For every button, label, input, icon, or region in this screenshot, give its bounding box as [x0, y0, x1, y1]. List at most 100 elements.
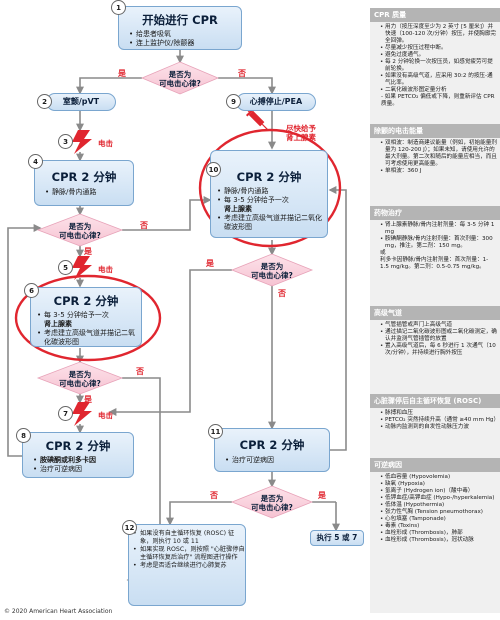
panel-shock-energy-title: 除颤的电击能量: [370, 124, 500, 138]
step-number-5: 5: [58, 260, 73, 275]
decision-no-label: 否: [210, 491, 218, 500]
panel-rosc: 心脏骤停后自主循环恢复 (ROSC) 脉搏和血压 PETCO₂ 突然持续升高（通…: [370, 394, 500, 459]
step-9-asystole-pea: 心搏停止/PEA: [236, 93, 316, 111]
step-11-item: 治疗可逆病因: [225, 456, 329, 465]
copyright-footer: © 2020 American Heart Association: [4, 608, 113, 615]
epinephrine-bold: 肾上腺素: [44, 320, 72, 328]
step-10-item: 静脉/骨内通路: [217, 187, 327, 196]
step-number-8: 8: [16, 428, 31, 443]
step-1-title: 开始进行 CPR: [142, 13, 218, 27]
step-number-6: 6: [24, 283, 39, 298]
step-12-item: 考虑是否适合继续进行心肺复苏: [133, 562, 245, 570]
decision-shockable-right-1: 是否为 可电击心律?: [232, 262, 312, 280]
decision-shockable-left-1: 是否为 可电击心律?: [38, 222, 122, 240]
shock-label-3: 电击: [98, 139, 113, 148]
step-number-9: 9: [226, 94, 241, 109]
cpr-quality-item: 二氧化碳波形图定量分析: [380, 87, 497, 94]
shock-label-7: 电击: [98, 411, 113, 420]
decision-line: 是否为 可电击心律?: [251, 262, 293, 280]
step-4-title: CPR 2 分钟: [51, 170, 117, 184]
cpr-quality-subitem: - 如果 PETCO₂ 偏低或下降，则重新评估 CPR 质量。: [381, 94, 495, 107]
step-6-item: 考虑建立高级气道并描记二氧化碳波形图: [37, 329, 141, 347]
decision-line: 是否为 可电击心律?: [59, 222, 101, 240]
rosc-item: 动脉内监测到的自发性动脉压力波: [380, 424, 497, 431]
step-9-title: 心搏停止/PEA: [249, 97, 303, 106]
panel-advanced-airway: 高级气道 气管插管或声门上高级气道 通过描记二氧化碳波形图或二氧化碳测定，确认并…: [370, 306, 500, 395]
reversible-cause-item: 血栓形成 (Thrombosis)，肺部: [380, 530, 497, 537]
step-number-10: 10: [206, 162, 221, 177]
step-1-item: 给患者吸氧: [129, 30, 241, 39]
step-number-7: 7: [58, 406, 73, 421]
cpr-quality-item: 避免过度通气。: [380, 52, 497, 59]
step-8-title: CPR 2 分钟: [45, 439, 111, 453]
step-8-item: 治疗可逆病因: [33, 465, 133, 474]
step-4-cpr: CPR 2 分钟 静脉/骨内通路: [34, 160, 134, 206]
reversible-cause-item: 血栓形成 (Thrombosis)，冠状动脉: [380, 537, 497, 544]
drug-therapy-lidocaine: 利多卡因静脉/骨内注射剂量：首次剂量：1-1.5 mg/kg。第二剂：0.5-0…: [380, 257, 489, 270]
decision-line: 是否为 可电击心律?: [59, 370, 101, 388]
step-2-title: 室颤/pVT: [62, 97, 100, 106]
decision-line: 是否为 可电击心律?: [251, 494, 293, 512]
decision-yes-label: 是: [206, 259, 214, 268]
reversible-cause-item: 缺氧 (Hypoxia): [380, 481, 497, 488]
cpr-quality-item: 尽量减少按压过程中断。: [380, 45, 497, 52]
step-1-start-cpr: 开始进行 CPR 给患者吸氧 连上监护仪/除颤器: [118, 6, 242, 50]
step-12-rosc-check: 如果没有自主循环恢复 (ROSC) 征象，则执行 10 或 11 如果实现 RO…: [128, 524, 246, 606]
panel-cpr-quality-title: CPR 质量: [370, 8, 500, 22]
cpr-quality-item: 如果没有高级气道，应采用 30:2 的按压-通气比率。: [380, 73, 497, 87]
decision-shockable-top: 是否为 可电击心律?: [142, 70, 218, 88]
go-to-step-5-or-7: 执行 5 或 7: [310, 530, 364, 546]
antiarrhythmic-bold: 胺碘酮或利多卡因: [40, 456, 96, 464]
rosc-item: 脉搏和血压: [380, 410, 497, 417]
panel-cpr-quality: CPR 质量 用力（按压深度至少为 2 英寸 [5 厘米]）并快速（100-12…: [370, 8, 500, 125]
go-to-label: 执行 5 或 7: [316, 533, 358, 542]
decision-shockable-left-2: 是否为 可电击心律?: [38, 370, 122, 388]
decision-no-label: 否: [278, 289, 286, 298]
step-11-cpr: CPR 2 分钟 治疗可逆病因: [214, 428, 330, 472]
decision-yes-label: 是: [118, 69, 126, 78]
step-10-item-text: 每 3-5 分钟给予一次: [224, 196, 289, 204]
reversible-cause-item: 低体温 (Hypothermia): [380, 502, 497, 509]
reversible-cause-item: 心包填塞 (Tamponade): [380, 516, 497, 523]
drug-therapy-item: 胺碘酮静脉/骨内注射剂量：首次剂量：300 mg，推注。第二剂：150 mg。: [380, 236, 497, 250]
step-10-title: CPR 2 分钟: [236, 170, 302, 184]
reversible-cause-item: 毒素 (Toxins): [380, 523, 497, 530]
step-12-item: 如果没有自主循环恢复 (ROSC) 征象，则执行 10 或 11: [133, 530, 245, 546]
panel-shock-energy: 除颤的电击能量 双相波：制造商建议能量（例如，初始能量剂量为 120-200 J…: [370, 124, 500, 207]
decision-no-label: 否: [136, 367, 144, 376]
airway-item: 通过描记二氧化碳波形图或二氧化碳测定，确认并监测气管插管的放置: [380, 329, 497, 343]
drug-therapy-or: 或: [380, 250, 386, 256]
step-6-item-text: 每 3-5 分钟给予一次: [44, 311, 109, 319]
step-8-cpr: CPR 2 分钟 胺碘酮或利多卡因 治疗可逆病因: [22, 432, 134, 478]
airway-item: 气管插管或声门上高级气道: [380, 322, 497, 329]
cpr-quality-item: 每 2 分钟轮换一次按压员，如感觉疲劳可提前轮换。: [380, 59, 497, 73]
panel-advanced-airway-title: 高级气道: [370, 306, 500, 320]
shock-energy-item: 单相波：360 J: [380, 168, 497, 175]
step-12-item: 如果实现 ROSC，则按照 "心脏骤停自主循环恢复后治疗" 流程图进行操作: [133, 546, 245, 562]
shock-energy-item: 双相波：制造商建议能量（例如，初始能量剂量为 120-200 J）；如果未知，请…: [380, 140, 497, 168]
panel-reversible-causes-title: 可逆病因: [370, 458, 500, 472]
rosc-item: PETCO₂ 突然持续升高（通常 ≥40 mm Hg）: [380, 417, 499, 424]
panel-rosc-title: 心脏骤停后自主循环恢复 (ROSC): [370, 394, 500, 408]
panel-drug-therapy: 药物治疗 肾上腺素静脉/骨内注射剂量：每 3-5 分钟 1 mg 胺碘酮静脉/骨…: [370, 206, 500, 307]
step-11-title: CPR 2 分钟: [239, 438, 305, 452]
decision-no-label: 否: [140, 221, 148, 230]
step-number-1: 1: [111, 0, 126, 15]
decision-shockable-right-2: 是否为 可电击心律?: [232, 494, 312, 512]
reversible-cause-item: 张力性气胸 (Tension pneumothorax): [380, 509, 497, 516]
step-4-item: 静脉/骨内通路: [45, 188, 133, 197]
step-6-title: CPR 2 分钟: [53, 294, 119, 308]
step-2-vf-pvt: 室颤/pVT: [46, 93, 116, 111]
step-number-4: 4: [28, 154, 43, 169]
decision-yes-label: 是: [84, 395, 92, 404]
reversible-cause-item: 氢离子 (Hydrogen ion)（酸中毒）: [380, 488, 497, 495]
step-number-2: 2: [37, 94, 52, 109]
decision-yes-label: 是: [84, 247, 92, 256]
step-8-item: 胺碘酮或利多卡因: [33, 456, 133, 465]
reversible-cause-item: 低钾血症/高钾血症 (Hypo-/hyperkalemia): [380, 495, 497, 502]
step-1-item: 连上监护仪/除颤器: [129, 39, 241, 48]
